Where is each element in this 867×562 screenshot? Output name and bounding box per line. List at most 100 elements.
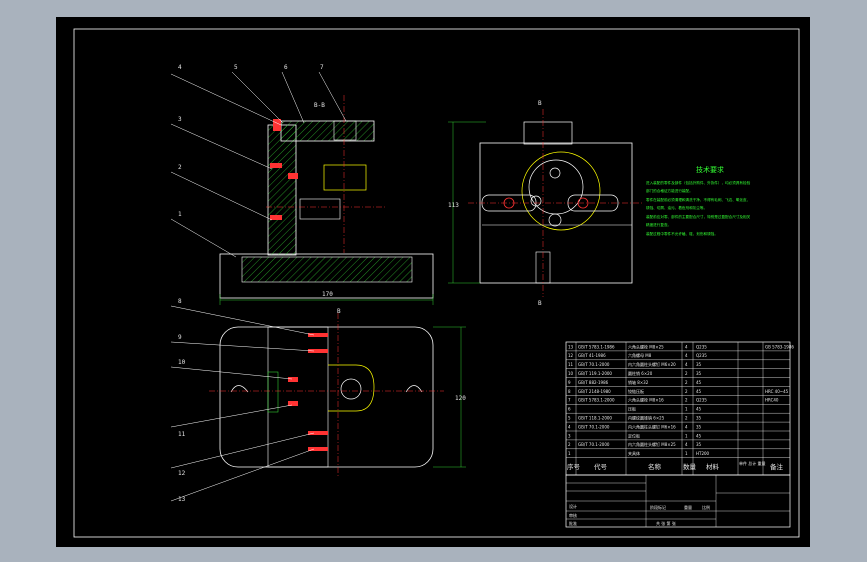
bom-cell-no: 9 [568,380,571,385]
title-approve: 批准 [569,520,577,526]
bom-cell-code: GB/T 2148-1980 [578,389,611,394]
side-height-dimension: 113 [448,202,459,209]
bom-cell-name: 定位板 [628,432,640,438]
assembly-drawing: 170 B-B 4 5 6 7 3 2 1 [73,28,800,538]
bom-cell-code: GB/T 5783.1-1986 [578,344,615,349]
bom-cell-no: 1 [568,451,571,456]
bom-cell-qty: 4 [685,362,688,367]
callout-10: 10 [178,359,186,366]
bom-cell-mat: Q235 [696,398,707,403]
bom-cell-code: GB/T 5783.1-2000 [578,398,615,403]
bom-header-code: 代号 [594,462,608,471]
bom-cell-code: GB/T 70.1-2000 [578,424,610,429]
bom-cell-no: 11 [568,362,574,367]
front-view: 170 B-B 4 5 6 7 3 2 1 [170,64,434,305]
bom-header-material: 材料 [706,462,720,471]
title-sheet: 共 张 第 张 [656,520,676,526]
sheet-border [73,28,800,538]
bom-cell-remark: HRC 40~45 [765,389,789,394]
bom-header-qty: 数量 [683,462,697,471]
title-weight: 重量 [684,504,692,510]
bom-cell-qty: 4 [685,424,688,429]
bom-cell-code: GB/T 882-1986 [578,380,609,385]
bom-cell-name: 内螺纹圆锥销 6×25 [628,415,665,421]
tech-line-2: 部门的合格证方能进行装配。 [646,188,693,193]
bom-cell-no: 3 [568,433,571,438]
bom-cell-name: 铰链压板 [628,388,644,394]
bom-cell-mat: 35 [696,362,702,367]
bom-cell-name: 内六角圆柱头螺钉 M6×20 [628,361,676,367]
bom-cell-qty: 2 [685,380,688,385]
bom-cell-mat: 35 [696,416,702,421]
front-section-mark: B-B [314,102,325,109]
tech-line-7: 装配过程中零件不允许磕、碰、划伤和锈蚀。 [646,231,718,236]
callout-2: 2 [178,164,182,171]
bom-cell-remark: HRC40 [765,398,779,403]
side-view: 113 B B [448,100,642,307]
bom-cell-mat: HT200 [696,451,710,456]
bom-cell-no: 12 [568,353,574,358]
cad-drawing-viewport[interactable]: 170 B-B 4 5 6 7 3 2 1 [56,17,810,547]
bom-cell-no: 13 [568,344,574,349]
bom-cell-mat: 45 [696,380,702,385]
callout-13: 13 [178,496,186,503]
bom-cell-qty: 2 [685,389,688,394]
title-scale: 比例 [702,504,710,510]
bom-cell-name: 圆柱销 6×20 [628,370,653,376]
bom-cell-code: GB/T 41-1986 [578,353,606,358]
tech-line-1: 进入装配的零件及部件（包括外购件、外协件），均必须具有检验 [646,180,751,185]
bom-cell-name: 六角头螺栓 M8×16 [628,397,664,403]
title-stage: 阶段标记 [650,504,666,510]
bom-header-remark: 备注 [770,462,784,471]
bom-cell-mat: 35 [696,442,702,447]
bom-cell-no: 4 [568,424,571,429]
bom-cell-code: GB/T 70.1-2000 [578,362,610,367]
tech-line-4: 锈蚀、切屑、油污、着色剂和灰尘等。 [646,205,707,210]
front-width-dimension: 170 [322,291,333,298]
bom-cell-qty: 2 [685,371,688,376]
callout-11: 11 [178,431,186,438]
bom-cell-mat: Q235 [696,353,707,358]
bom-cell-qty: 1 [685,451,688,456]
bom-cell-qty: 4 [685,344,688,349]
bom-cell-qty: 2 [685,416,688,421]
bom-header-no: 序号 [567,462,581,471]
callout-8: 8 [178,298,182,305]
tech-line-6: 精度进行复查。 [646,222,671,227]
bom-cell-no: 7 [568,398,571,403]
bom-cell-name: 压板 [628,406,636,412]
bom-cell-no: 5 [568,416,571,421]
bom-cell-code: GB/T 118.1-2000 [578,416,612,421]
bom-cell-qty: 4 [685,353,688,358]
bom-cell-qty: 2 [685,398,688,403]
bom-cell-qty: 1 [685,407,688,412]
bom-cell-name: 夹具体 [628,450,640,456]
bom-cell-no: 2 [568,442,571,447]
plan-height-dimension: 120 [455,395,466,402]
plan-view: 120 B 8 9 10 11 12 13 [170,298,466,503]
bom-header-weight: 单件 总计 重量 [739,460,766,466]
bom-cell-qty: 1 [685,433,688,438]
callout-1: 1 [178,211,182,218]
bom-cell-no: 10 [568,371,574,376]
callout-9: 9 [178,334,182,341]
bom-cell-mat: 45 [696,407,702,412]
bom-header-name: 名称 [648,462,662,471]
tech-requirements: 技术要求 进入装配的零件及部件（包括外购件、外协件），均必须具有检验 部门的合格… [646,165,751,236]
bom-cell-qty: 4 [685,442,688,447]
bom-cell-no: 8 [568,389,571,394]
bom-cell-name: 内六角圆柱头螺钉 M6×16 [628,423,676,429]
side-section-mark-top: B [538,100,542,107]
title-block: 设计 审核 批准 阶段标记 重量 比例 共 张 第 张 [565,474,791,528]
callout-4: 4 [178,64,182,71]
bom-cell-mat: 35 [696,424,702,429]
title-design: 设计 [569,503,577,509]
bom-cell-name: 六角头螺栓 M8×25 [628,343,664,349]
callout-12: 12 [178,470,186,477]
side-section-mark-bottom: B [538,300,542,307]
callout-6: 6 [284,64,288,71]
bom-cell-no: 6 [568,407,571,412]
bom-cell-name: 内六角圆柱头螺钉 M8×25 [628,441,676,447]
bom-cell-code: GB/T 70.1-2000 [578,442,610,447]
